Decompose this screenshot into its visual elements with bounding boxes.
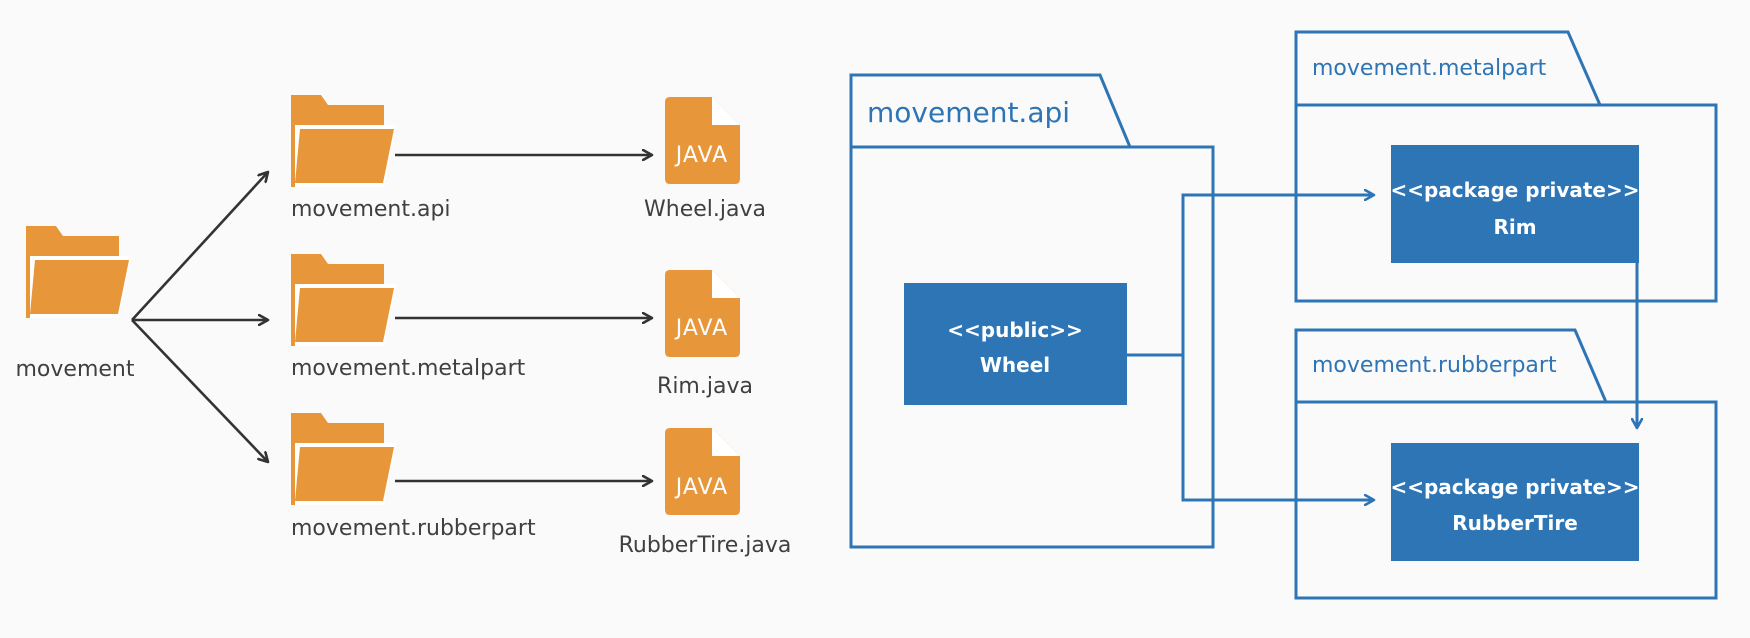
uml-class-box [904, 283, 1127, 405]
uml-class-name: Wheel [980, 353, 1050, 377]
package-folder-label: movement.metalpart [291, 356, 526, 381]
folder-icon [291, 254, 396, 346]
uml-package-metalpart[interactable] [1294, 30, 1718, 303]
uml-class-wheel[interactable]: <<public>> Wheel [904, 283, 1127, 405]
tree-arrow-api [131, 172, 268, 321]
folder-icon [26, 226, 131, 318]
uml-package-body [849, 145, 1215, 549]
package-folder-rubberpart[interactable]: movement.rubberpart [291, 413, 536, 541]
package-folder-label: movement.rubberpart [291, 516, 536, 541]
uml-class-rubbertire[interactable]: <<package private>> RubberTire [1390, 443, 1640, 561]
package-folder-api[interactable]: movement.api [291, 95, 451, 222]
uml-class-box [1391, 145, 1639, 263]
java-file-label: Rim.java [657, 374, 753, 399]
uml-class-stereotype: <<package private>> [1390, 475, 1639, 499]
java-file-label: RubberTire.java [619, 533, 792, 558]
java-file-icon [665, 97, 740, 184]
uml-package-name-metalpart: movement.metalpart [1312, 56, 1547, 81]
folder-tree: movement movement.api movement.metalpart… [16, 95, 792, 558]
java-badge: JAVA [674, 316, 728, 341]
java-badge: JAVA [674, 143, 728, 168]
folder-icon [291, 95, 396, 187]
dependency-wheel-to-rim [1127, 195, 1374, 357]
uml-class-rim[interactable]: <<package private>> Rim [1390, 145, 1640, 263]
uml-class-name: Rim [1493, 215, 1536, 239]
uml-class-stereotype: <<public>> [947, 318, 1082, 342]
tree-arrow-rubberpart [131, 319, 268, 462]
root-folder-label: movement [16, 357, 135, 382]
package-folder-label: movement.api [291, 197, 451, 222]
java-file-icon [665, 270, 740, 357]
uml-package-tab [1294, 30, 1602, 106]
uml-package-name-api: movement.api [867, 96, 1070, 129]
uml-package-body [1294, 103, 1718, 303]
uml-class-box [1391, 443, 1639, 561]
java-file-wheel[interactable]: JAVA Wheel.java [644, 97, 766, 222]
uml-class-stereotype: <<package private>> [1390, 178, 1639, 202]
java-badge: JAVA [674, 475, 728, 500]
java-file-icon [665, 428, 740, 515]
folder-icon [291, 413, 396, 505]
package-folder-metalpart[interactable]: movement.metalpart [291, 254, 526, 381]
uml-package-tab [1294, 328, 1608, 403]
java-file-rubbertire[interactable]: JAVA RubberTire.java [619, 428, 792, 558]
java-file-rim[interactable]: JAVA Rim.java [657, 270, 753, 399]
java-file-label: Wheel.java [644, 197, 766, 222]
root-folder[interactable]: movement [16, 226, 135, 382]
uml-package-tab [849, 73, 1132, 148]
uml-class-name: RubberTire [1452, 511, 1578, 535]
uml-package-name-rubberpart: movement.rubberpart [1312, 353, 1557, 378]
uml-package-api[interactable] [849, 73, 1215, 549]
dependency-wheel-to-rubbertire [1181, 355, 1374, 500]
